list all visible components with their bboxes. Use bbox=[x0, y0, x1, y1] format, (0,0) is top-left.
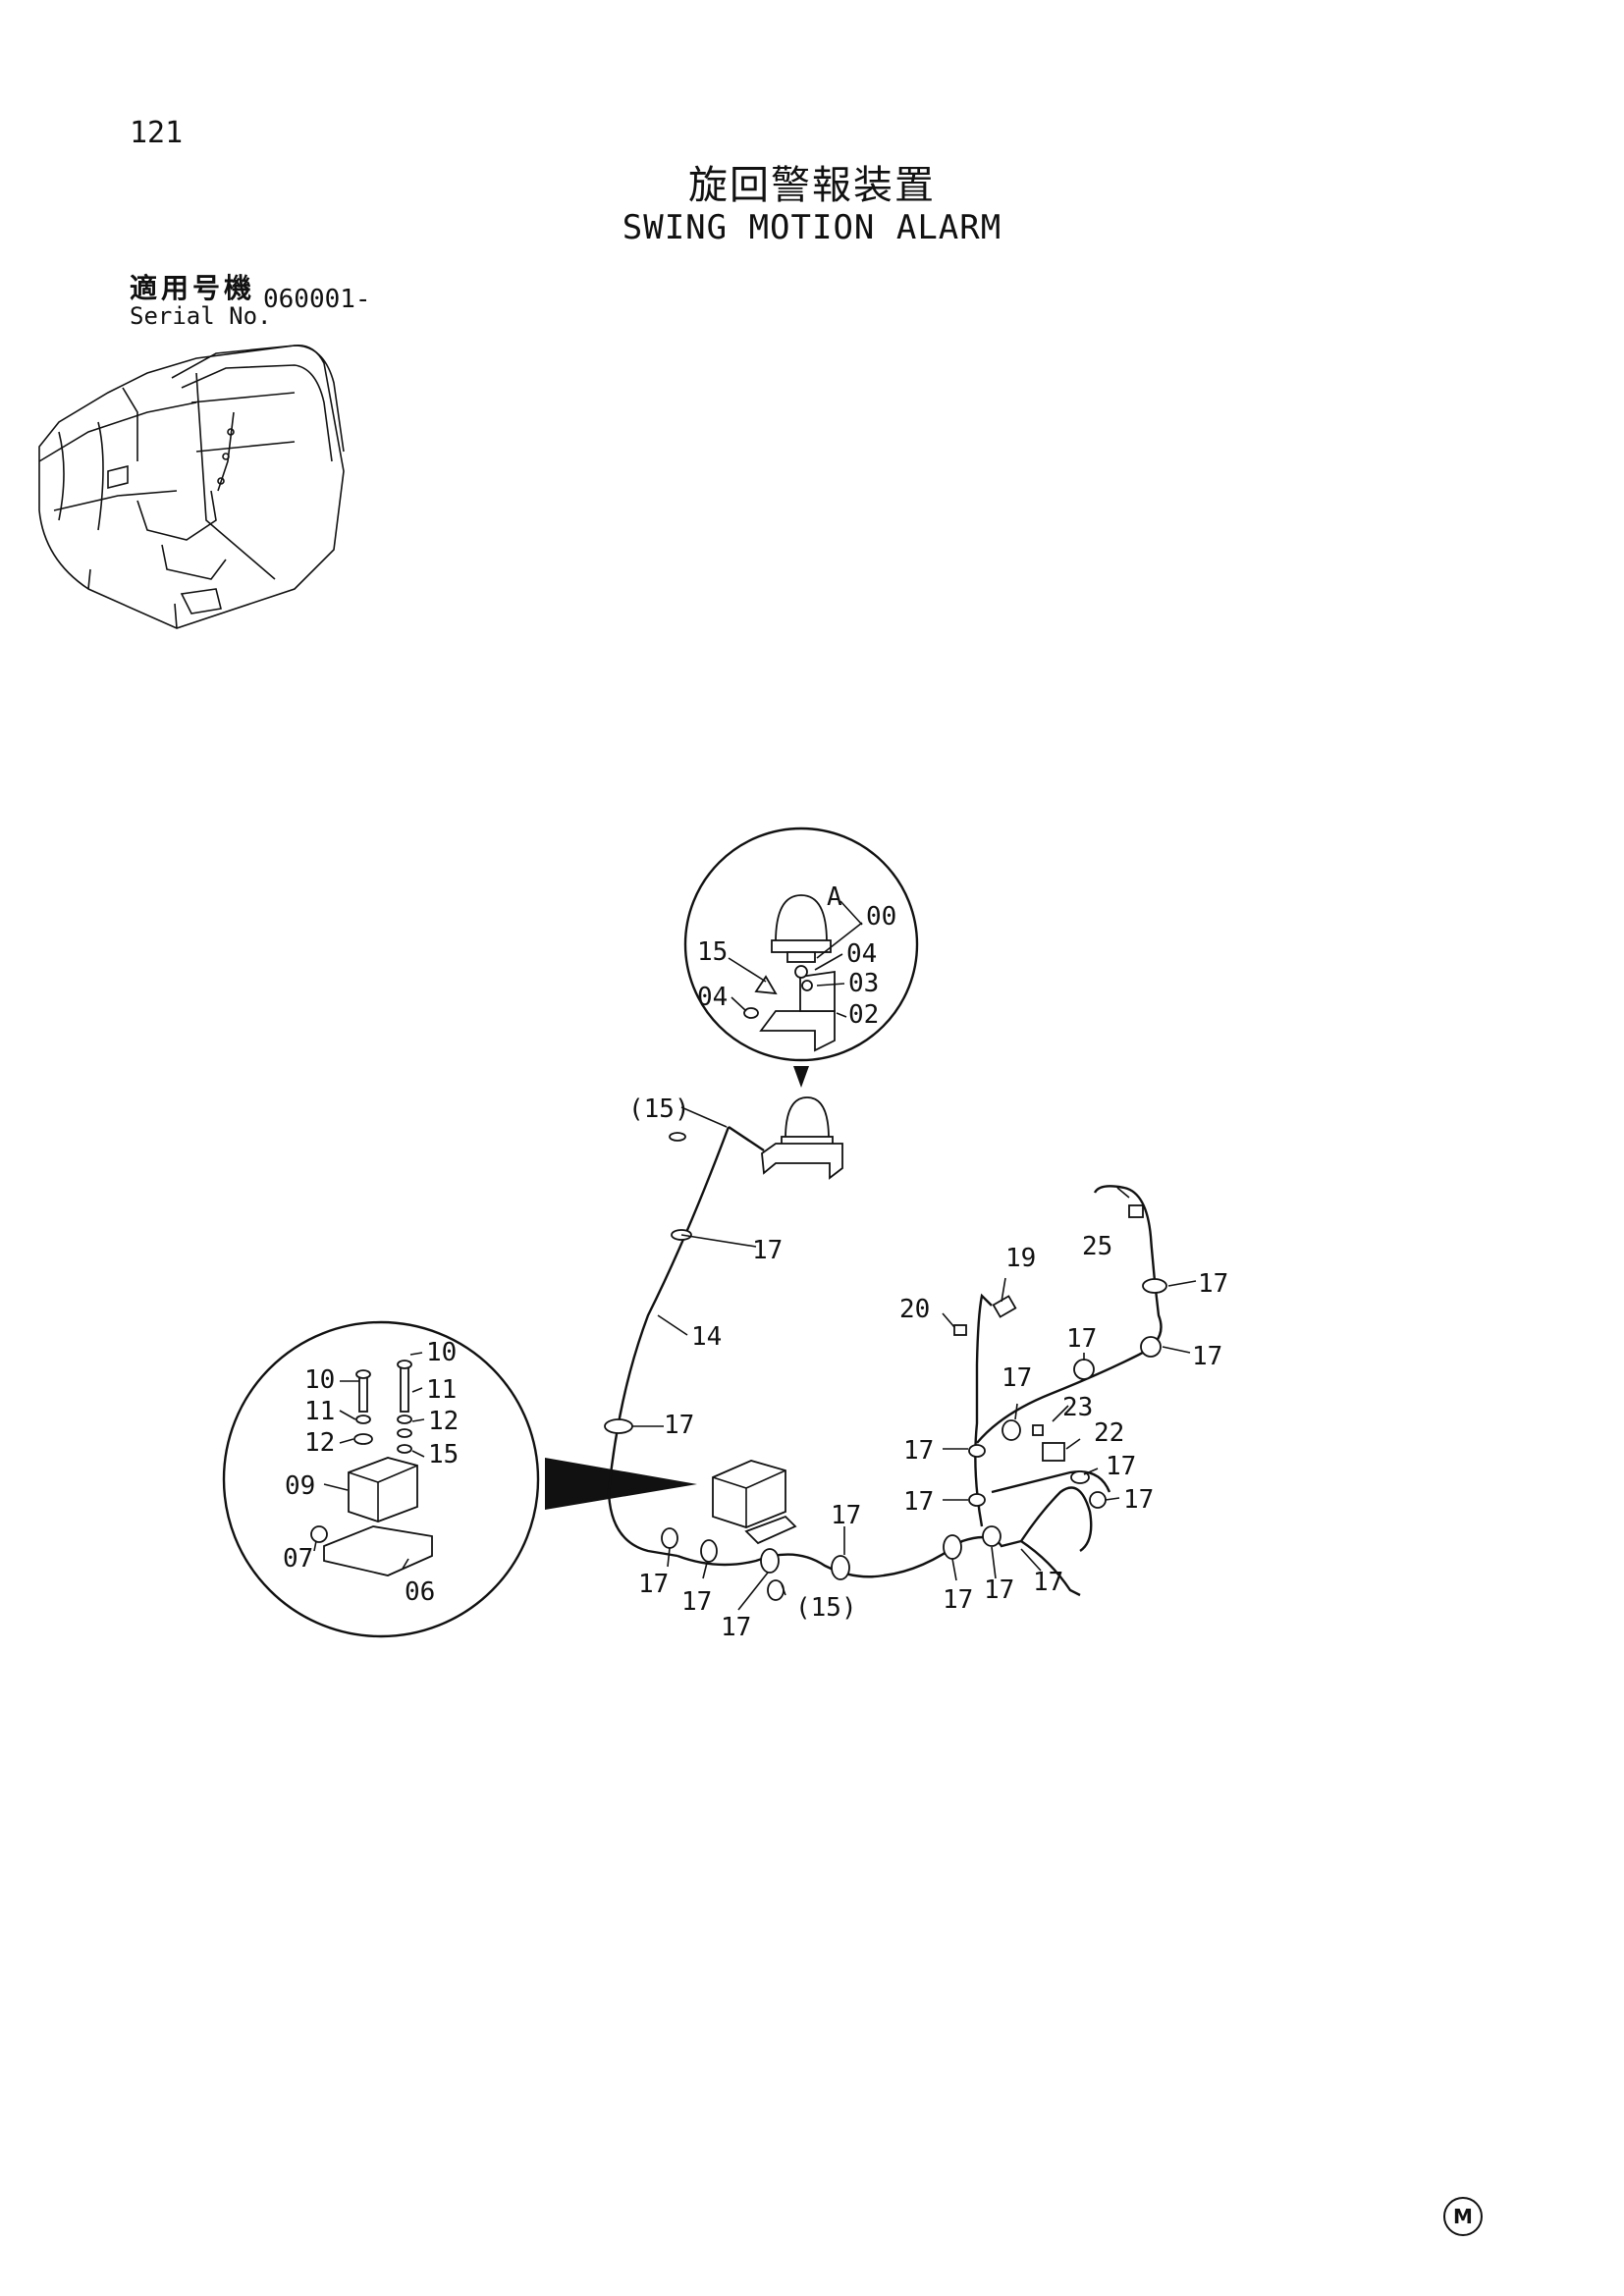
wire-harness-assembly bbox=[604, 1096, 1197, 1611]
callout-label: 22 bbox=[1094, 1418, 1124, 1448]
callout-label: 17 bbox=[638, 1570, 669, 1599]
serial-label-japanese: 適用号機 bbox=[130, 272, 256, 304]
callout-label: 00 bbox=[866, 902, 896, 932]
callout-label: (15) bbox=[628, 1095, 690, 1124]
callout-label: 17 bbox=[903, 1487, 934, 1517]
callout-label: 17 bbox=[1066, 1324, 1097, 1354]
callout-label: 17 bbox=[721, 1613, 751, 1642]
page-title-japanese: 旋回警報装置 bbox=[688, 163, 936, 208]
callout-label: 15 bbox=[428, 1440, 459, 1469]
callout-label: 14 bbox=[691, 1322, 722, 1352]
callout-label: 17 bbox=[903, 1436, 934, 1466]
callout-label: 17 bbox=[1198, 1269, 1228, 1299]
callout-label: 25 bbox=[1082, 1232, 1112, 1261]
top-detail-view bbox=[683, 827, 919, 1088]
callout-label: 04 bbox=[697, 983, 728, 1012]
callout-label: 10 bbox=[426, 1338, 457, 1367]
page-number: 121 bbox=[130, 116, 184, 150]
callout-label: 12 bbox=[428, 1407, 459, 1436]
callout-label: 03 bbox=[848, 969, 879, 998]
callout-label: 19 bbox=[1005, 1244, 1036, 1273]
machine-overview-illustration bbox=[38, 345, 345, 629]
callout-label: 17 bbox=[1123, 1485, 1154, 1515]
callout-label: 17 bbox=[1106, 1452, 1136, 1481]
callout-label: 07 bbox=[283, 1544, 313, 1574]
callout-label: 11 bbox=[426, 1375, 457, 1405]
callout-label: 15 bbox=[697, 937, 728, 967]
callout-label: 06 bbox=[405, 1577, 435, 1607]
callout-label: 09 bbox=[285, 1471, 315, 1501]
serial-number-range: 060001- bbox=[263, 285, 371, 314]
callout-label: 12 bbox=[304, 1428, 335, 1458]
callout-label: 17 bbox=[831, 1501, 861, 1530]
callout-label: 23 bbox=[1062, 1393, 1093, 1422]
callout-label: 02 bbox=[848, 1000, 879, 1030]
callout-label: 17 bbox=[664, 1411, 694, 1440]
page-title-english: SWING MOTION ALARM bbox=[622, 208, 1002, 247]
callout-label: 17 bbox=[1033, 1568, 1063, 1597]
callout-label: 17 bbox=[752, 1236, 783, 1265]
serial-label-english: Serial No. bbox=[130, 302, 272, 330]
callout-label: 17 bbox=[984, 1575, 1014, 1605]
left-detail-view bbox=[222, 1320, 697, 1638]
triangle-pointer-icon bbox=[545, 1458, 697, 1510]
callout-label: 17 bbox=[1192, 1342, 1222, 1371]
callout-label: 10 bbox=[304, 1365, 335, 1395]
callout-label: 04 bbox=[846, 939, 877, 969]
callout-label: 17 bbox=[681, 1587, 712, 1617]
callout-label: 17 bbox=[1001, 1363, 1032, 1393]
callout-label: A bbox=[827, 882, 842, 912]
callout-label: 17 bbox=[943, 1585, 973, 1615]
callout-label: 20 bbox=[899, 1295, 930, 1324]
triangle-pointer-icon bbox=[793, 1066, 809, 1088]
callout-label: (15) bbox=[795, 1593, 857, 1623]
callout-label: 11 bbox=[304, 1397, 335, 1426]
circled-m-icon: M bbox=[1443, 2197, 1483, 2236]
